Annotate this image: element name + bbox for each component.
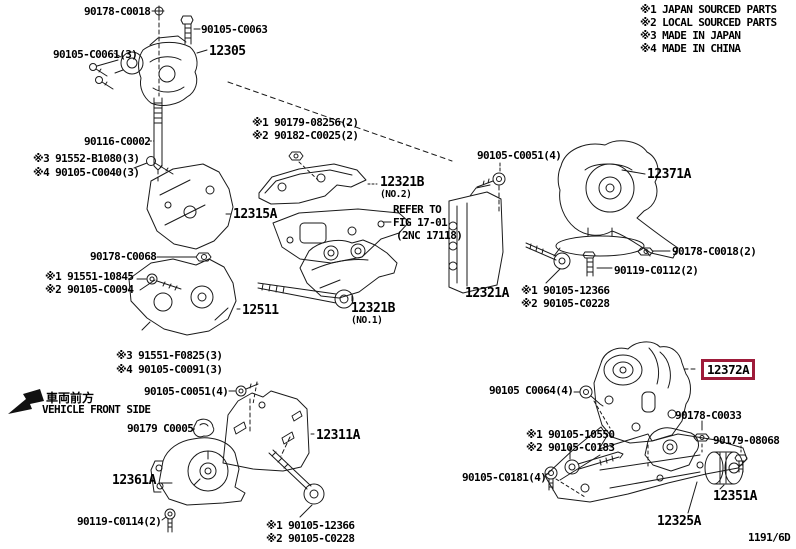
label-90116-c0002: 90116-C0002: [84, 135, 151, 148]
label-part-12371a: 12371A: [647, 167, 691, 182]
label-90179-08068: 90179-08068: [713, 434, 780, 447]
label-part-12511: 12511: [242, 303, 279, 318]
label-part-12311a: 12311A: [316, 428, 360, 443]
label-part-12351a: 12351A: [713, 489, 757, 504]
label-90105-c0183: ※2 90105-C0183: [526, 441, 615, 454]
label-90105-10550: ※1 90105-10550: [526, 428, 615, 441]
legend-item: ※4 MADE IN CHINA: [640, 42, 741, 55]
label-refer-line1: REFER TO: [393, 203, 442, 216]
label-90105-c0064: 90105 C0064(4): [489, 384, 574, 397]
label-part-12361a: 12361A: [112, 473, 156, 488]
label-90179-c0005: 90179 C0005: [127, 422, 194, 435]
label-90105-c0040: ※4 90105-C0040(3): [33, 166, 140, 179]
label-90105-c0091: ※4 90105-C0091(3): [116, 363, 223, 376]
label-90105-12366-right: ※1 90105-12366: [521, 284, 610, 297]
label-refer-line3: (2NC 17118): [396, 229, 463, 242]
label-12321b-no1-sub: (NO.1): [351, 315, 383, 326]
label-90105-c0228-right: ※2 90105-C0228: [521, 297, 610, 310]
label-90105-12366-bottom: ※1 90105-12366: [266, 519, 355, 532]
label-90179-08256: ※1 90179-08256(2): [252, 116, 359, 129]
label-part-12321b-no2: 12321B: [380, 175, 424, 190]
label-90182-c0025: ※2 90182-C0025(2): [252, 129, 359, 142]
legend-item: ※2 LOCAL SOURCED PARTS: [640, 16, 777, 29]
sourcing-legend: ※1 JAPAN SOURCED PARTS※2 LOCAL SOURCED P…: [640, 3, 777, 55]
highlighted-part-12372a[interactable]: 12372A: [701, 359, 756, 380]
label-90119-c0112: 90119-C0112(2): [614, 264, 699, 277]
vehicle-front-arrow-icon: [8, 389, 44, 414]
label-12321b-no2-sub: (NO.2): [380, 189, 412, 200]
label-refer-line2: FIG 17-01: [393, 216, 448, 229]
vehicle-front-label-jp: 車両前方: [46, 391, 95, 405]
label-90105-c0051-upper: 90105-C0051(4): [477, 149, 562, 162]
vehicle-front-label-en: VEHICLE FRONT SIDE: [42, 403, 151, 416]
label-90105-c0061: 90105-C0061(3): [53, 48, 138, 61]
label-91551-10845: ※1 91551-10845: [45, 270, 134, 283]
label-90105-c0051-lower: 90105-C0051(4): [144, 385, 229, 398]
label-part-12315a: 12315A: [233, 207, 277, 222]
legend-item: ※1 JAPAN SOURCED PARTS: [640, 3, 777, 16]
label-90105-c0181: 90105-C0181(4): [462, 471, 547, 484]
label-part-12321b-no1: 12321B: [351, 301, 395, 316]
label-90178-c0018-2: 90178-C0018(2): [672, 245, 757, 258]
legend-item: ※3 MADE IN JAPAN: [640, 29, 741, 42]
label-91551-f0825: ※3 91551-F0825(3): [116, 349, 223, 362]
label-part-12325a: 12325A: [657, 514, 701, 529]
label-90105-c0063: 90105-C0063: [201, 23, 268, 36]
figure-code: 1191/6D: [748, 531, 791, 544]
label-part-12305: 12305: [209, 44, 246, 59]
label-90178-c0033: 90178-C0033: [675, 409, 742, 422]
label-90178-c0018: 90178-C0018: [84, 5, 151, 18]
label-90105-c0228-bottom: ※2 90105-C0228: [266, 532, 355, 545]
label-90105-c0094: ※2 90105-C0094: [45, 283, 134, 296]
label-91552-b1080: ※3 91552-B1080(3): [33, 152, 140, 165]
label-part-12321a: 12321A: [465, 286, 509, 301]
label-90119-c0114: 90119-C0114(2): [77, 515, 162, 528]
label-90178-c0068: 90178-C0068: [90, 250, 157, 263]
